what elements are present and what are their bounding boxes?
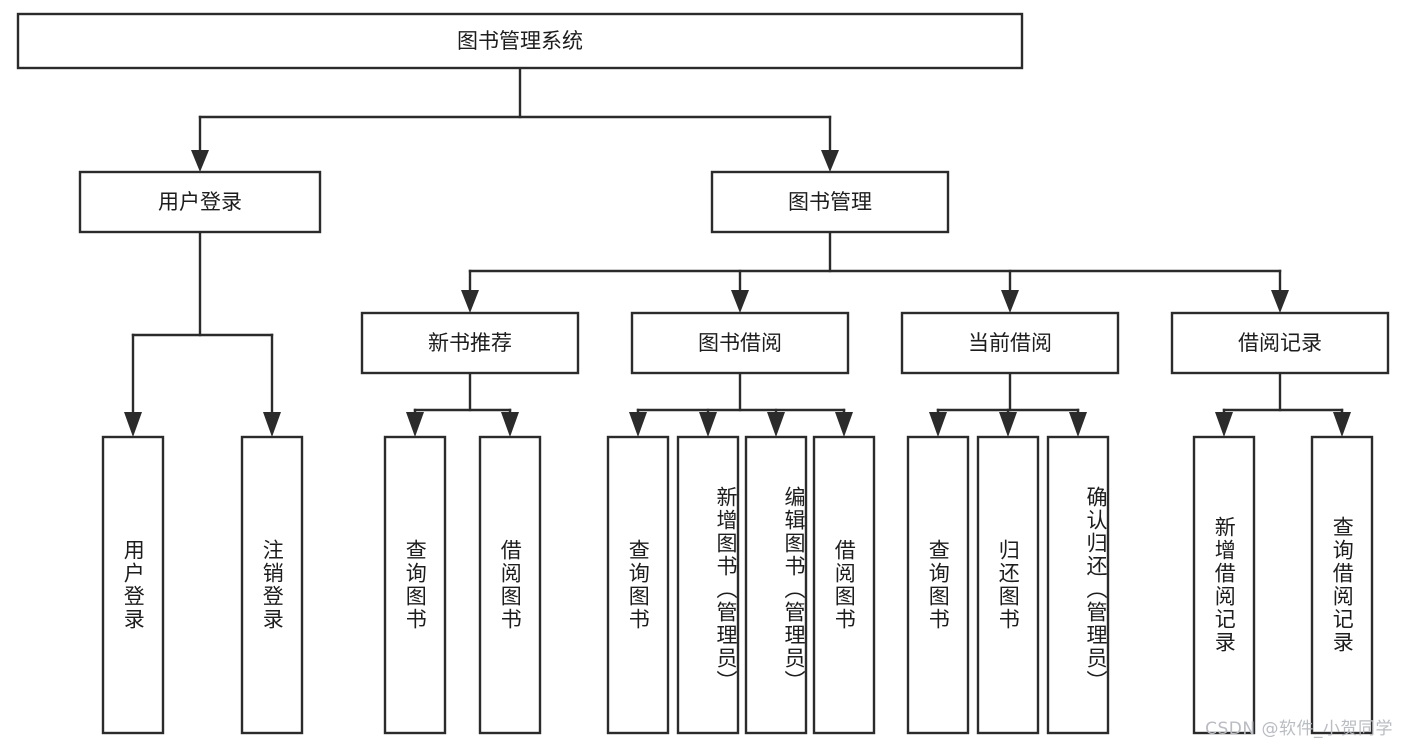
- node-leaf-borrow-book-2-rect[interactable]: [812, 435, 876, 735]
- node-new-book-recommend-label: 新书推荐: [428, 331, 512, 355]
- arrow-head-leaf-edit-book: [767, 412, 785, 437]
- node-borrow-record-rect[interactable]: [1170, 311, 1390, 375]
- arrow-head-leaf-query-record: [1333, 412, 1351, 437]
- node-leaf-confirm-return-rect[interactable]: [1046, 435, 1110, 735]
- node-user-login-label: 用户登录: [158, 190, 242, 214]
- node-leaf-return-book-rect[interactable]: [976, 435, 1040, 735]
- arrow-head-leaf-logout-login: [263, 412, 281, 437]
- arrow-head-leaf-add-book: [699, 412, 717, 437]
- node-book-borrow-rect[interactable]: [630, 311, 850, 375]
- node-root-rect[interactable]: [16, 12, 1024, 70]
- node-leaf-logout-login-rect[interactable]: [240, 435, 304, 735]
- node-leaf-query-book-2-rect[interactable]: [606, 435, 670, 735]
- node-current-borrow-rect[interactable]: [900, 311, 1120, 375]
- arrow-head-leaf-confirm-return: [1069, 412, 1087, 437]
- node-leaf-query-record-rect[interactable]: [1310, 435, 1374, 735]
- arrow-head-leaf-query-book-1: [406, 412, 424, 437]
- node-borrow-record[interactable]: 借阅记录: [1170, 311, 1390, 375]
- node-user-login-rect[interactable]: [78, 170, 322, 234]
- arrow-head-leaf-return-book: [999, 412, 1017, 437]
- node-borrow-record-label: 借阅记录: [1238, 331, 1322, 355]
- node-current-borrow-label: 当前借阅: [968, 331, 1052, 355]
- arrow-head-leaf-add-record: [1215, 412, 1233, 437]
- node-layer: 图书管理系统 用户登录 图书管理 新书推荐 图书借阅 当前: [16, 12, 1390, 735]
- arrow-head-book-management: [821, 150, 839, 172]
- arrow-head-leaf-borrow-book-1: [501, 412, 519, 437]
- node-book-management[interactable]: 图书管理: [710, 170, 950, 234]
- node-new-book-recommend-rect[interactable]: [360, 311, 580, 375]
- node-new-book-recommend[interactable]: 新书推荐: [360, 311, 580, 375]
- node-leaf-borrow-book-1-rect[interactable]: [478, 435, 542, 735]
- node-leaf-query-book-1-rect[interactable]: [383, 435, 447, 735]
- node-leaf-edit-book-rect[interactable]: [744, 435, 808, 735]
- node-current-borrow[interactable]: 当前借阅: [900, 311, 1120, 375]
- arrow-head-leaf-query-book-3: [929, 412, 947, 437]
- connector-layer: [124, 66, 1351, 437]
- node-leaf-add-record-rect[interactable]: [1192, 435, 1256, 735]
- arrow-head-borrow-record: [1271, 290, 1289, 313]
- node-leaf-user-login-rect[interactable]: [101, 435, 165, 735]
- arrow-head-leaf-user-login: [124, 412, 142, 437]
- arrow-head-book-borrow: [731, 290, 749, 313]
- node-book-borrow[interactable]: 图书借阅: [630, 311, 850, 375]
- arrow-head-leaf-query-book-2: [629, 412, 647, 437]
- leaf-layer: [101, 435, 1374, 735]
- node-leaf-query-book-3-rect[interactable]: [906, 435, 970, 735]
- node-root[interactable]: 图书管理系统: [16, 12, 1024, 70]
- arrow-head-leaf-borrow-book-2: [835, 412, 853, 437]
- node-user-login[interactable]: 用户登录: [78, 170, 322, 234]
- arrow-head-new-book-recommend: [461, 290, 479, 313]
- arrow-head-current-borrow: [1001, 290, 1019, 313]
- node-book-borrow-label: 图书借阅: [698, 331, 782, 355]
- node-book-management-rect[interactable]: [710, 170, 950, 234]
- node-book-management-label: 图书管理: [788, 190, 872, 214]
- node-root-label: 图书管理系统: [457, 29, 583, 53]
- csdn-watermark: CSDN @软件_小贺同学: [1205, 719, 1393, 739]
- arrow-head-user-login: [191, 150, 209, 172]
- node-leaf-add-book-rect[interactable]: [676, 435, 740, 735]
